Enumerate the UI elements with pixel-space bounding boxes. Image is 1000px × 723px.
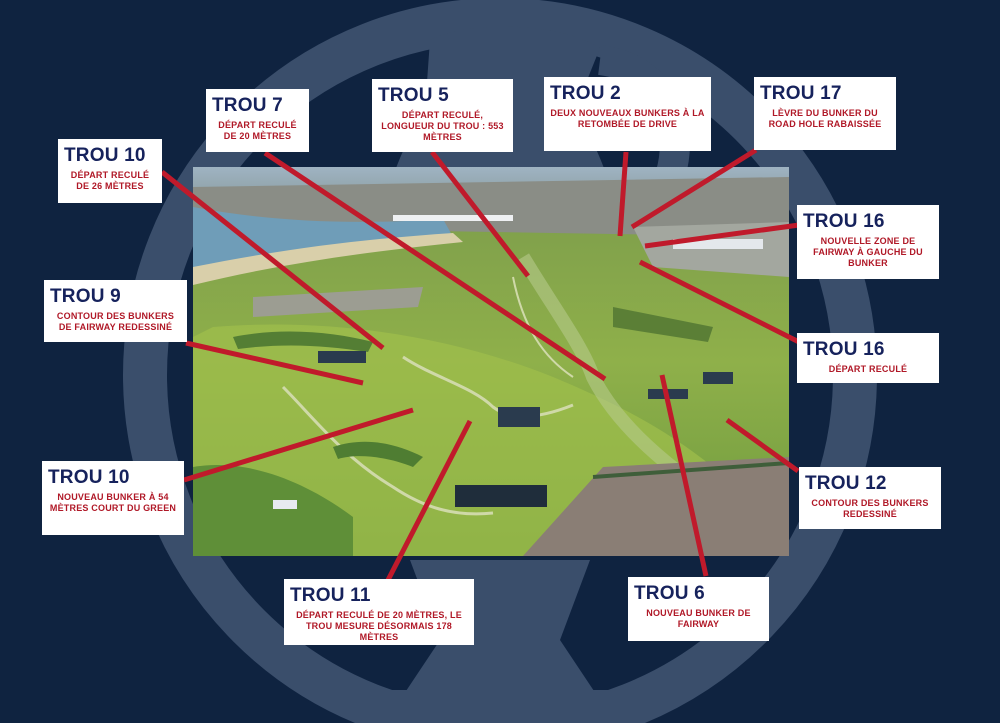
callout-text: NOUVEAU BUNKER DE FAIRWAY [646,608,751,629]
callout-text: CONTOUR DES BUNKERS REDESSINÉ [811,498,929,519]
callout-trou-10-a: TROU 10 DÉPART RECULÉ DE 26 MÈTRES [58,139,162,203]
callout-text: NOUVEAU BUNKER À 54 MÈTRES COURT DU GREE… [49,492,177,513]
aerial-golf-course-photo [193,167,789,556]
callout-heading: TROU 5 [378,85,449,106]
callout-trou-7: TROU 7 DÉPART RECULÉ DE 20 MÈTRES [206,89,309,152]
callout-trou-9: TROU 9 CONTOUR DES BUNKERS DE FAIRWAY RE… [44,280,187,342]
callout-text: DÉPART RECULÉ [828,364,908,374]
callout-heading: TROU 16 [803,339,885,360]
callout-trou-16-a: TROU 16 NOUVELLE ZONE DE FAIRWAY À GAUCH… [797,205,939,279]
callout-text: DÉPART RECULÉ DE 20 MÈTRES [218,120,297,141]
callout-trou-5: TROU 5 DÉPART RECULÉ, LONGUEUR DU TROU :… [372,79,513,152]
callout-text: DEUX NOUVEAUX BUNKERS À LA RETOMBÉE DE D… [550,108,705,129]
callout-trou-6: TROU 6 NOUVEAU BUNKER DE FAIRWAY [628,577,769,641]
callout-heading: TROU 7 [212,95,283,116]
callout-heading: TROU 9 [50,286,121,307]
callout-trou-2: TROU 2 DEUX NOUVEAUX BUNKERS À LA RETOMB… [544,77,711,151]
callout-heading: TROU 10 [48,467,130,488]
callout-text: NOUVELLE ZONE DE FAIRWAY À GAUCHE DU BUN… [813,236,923,268]
callout-trou-17: TROU 17 LÈVRE DU BUNKER DU ROAD HOLE RAB… [754,77,896,150]
callout-heading: TROU 10 [64,145,146,166]
callout-text: DÉPART RECULÉ, LONGUEUR DU TROU : 553 MÈ… [381,110,504,142]
callout-trou-10-b: TROU 10 NOUVEAU BUNKER À 54 MÈTRES COURT… [42,461,184,535]
callout-text: DÉPART RECULÉ DE 26 MÈTRES [70,170,150,191]
callout-heading: TROU 12 [805,473,887,494]
callout-trou-11: TROU 11 DÉPART RECULÉ DE 20 MÈTRES, LE T… [284,579,474,645]
callout-text: CONTOUR DES BUNKERS DE FAIRWAY REDESSINÉ [56,311,175,332]
callout-heading: TROU 6 [634,583,705,604]
callout-heading: TROU 11 [290,585,371,606]
callout-text: DÉPART RECULÉ DE 20 MÈTRES, LE TROU MESU… [296,610,462,642]
callout-trou-12: TROU 12 CONTOUR DES BUNKERS REDESSINÉ [799,467,941,529]
callout-heading: TROU 17 [760,83,842,104]
callout-heading: TROU 16 [803,211,885,232]
callout-text: LÈVRE DU BUNKER DU ROAD HOLE RABAISSÉE [768,108,882,129]
callout-heading: TROU 2 [550,83,621,104]
callout-trou-16-b: TROU 16 DÉPART RECULÉ [797,333,939,383]
